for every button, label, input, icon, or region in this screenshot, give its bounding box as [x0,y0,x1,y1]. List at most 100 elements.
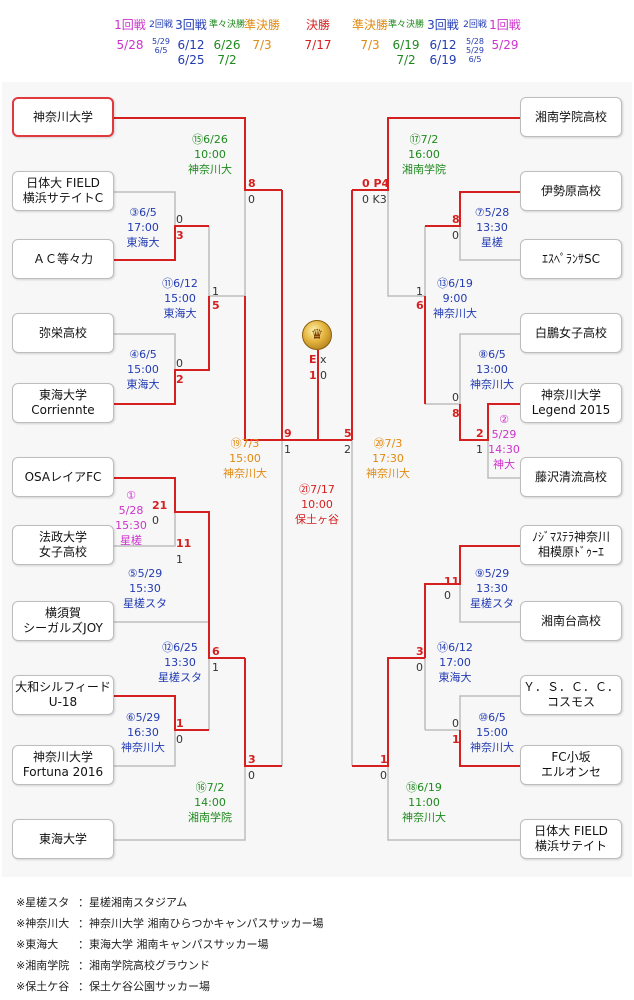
match-info-line: 星槎スタ [470,597,514,610]
score: 0 [416,661,423,674]
score: 0 [444,589,451,602]
score: 0 [176,213,183,226]
match-info-line: 神奈川大 [188,163,232,176]
bracket-line-win-15 [424,545,520,658]
match-info-line: 星槎スタ [123,597,167,610]
team-left-2[interactable]: ＡＣ等々力 [12,239,114,279]
match-info-line: 10:00 [194,148,226,161]
match-info-line: 13:00 [476,363,508,376]
score: 8 [452,213,460,226]
venue-note-value: ：神奈川大学 湘南ひらつかキャンパスサッカー場 [78,917,324,930]
score: 1 [212,661,219,674]
team-right-6[interactable]: ﾉｼﾞﾏｽﾃﾗ神奈川 相模原ﾄﾞｩｰｴ [520,525,622,565]
match-info-line: 15:30 [115,519,147,532]
team-right-9[interactable]: FC小坂 エルオンセ [520,745,622,785]
match-info-line: ③6/5 [129,206,157,219]
team-right-10[interactable]: 日体大 FIELD 横浜サテイト [520,819,622,859]
team-left-9[interactable]: 神奈川大学 Fortuna 2016 [12,745,114,785]
match-info-line: 神奈川大 [470,378,514,391]
round-header-left-0: 1回戦 5/28 [108,18,152,53]
team-left-0[interactable]: 神奈川大学 [12,97,114,137]
match-info-line: 5/28 [118,504,144,517]
match-info-line: ⑨5/29 [474,567,510,580]
team-right-4[interactable]: 神奈川大学 Legend 2015 [520,383,622,423]
team-right-3[interactable]: 白鵬女子高校 [520,313,622,353]
match-info-line: 東海大 [126,378,160,391]
round-label: 1回戦 [489,18,521,32]
team-right-7[interactable]: 湘南台高校 [520,601,622,641]
score: 1 [476,443,483,456]
team-left-3[interactable]: 弥栄高校 [12,313,114,353]
match-info-line: 13:30 [164,656,196,669]
team-left-8[interactable]: 大和シルフィード U-18 [12,675,114,715]
round-dates: 5/28 [116,38,144,52]
match-info-line: 神大 [493,458,515,471]
round-label: 1回戦 [114,18,146,32]
score: 8 [248,177,256,190]
match-info-line: 神奈川大 [470,741,514,754]
score: 0 [248,193,255,206]
bracket-line-win-2 [114,296,210,405]
venue-notes: ※星槎スタ：星槎湘南スタジアム※神奈川大：神奈川大学 湘南ひらつかキャンパスサッ… [16,892,324,997]
venue-note-key: ※保土ケ谷 [16,980,70,993]
team-right-5[interactable]: 藤沢清流高校 [520,457,622,497]
match-info-line: 神奈川大 [121,741,165,754]
match-info-line: 15:00 [476,726,508,739]
team-right-0[interactable]: 湘南学院高校 [520,97,622,137]
round-label: 3回戦 [175,18,207,32]
match-info-line: 星槎 [481,236,503,249]
round-dates: 6/12 6/19 [429,38,457,67]
score: 1 [416,285,423,298]
venue-note-value: ：保土ケ谷公園サッカー場 [78,980,210,993]
bracket-line-win-4 [114,477,210,548]
match-info-line: ⑰7/2 [409,133,439,146]
team-left-4[interactable]: 東海大学 Corriennte [12,383,114,423]
score: 1 [380,753,388,766]
team-left-6[interactable]: 法政大学 女子高校 [12,525,114,565]
score: 1 [284,443,291,456]
match-info-line: 神奈川大 [223,467,267,480]
bracket-line-win-10 [425,191,520,227]
team-left-10[interactable]: 東海大学 [12,819,114,859]
bracket-line-win-17 [352,657,425,767]
team-right-2[interactable]: ｴｽﾍﾟﾗﾝｻSC [520,239,622,279]
trophy-icon: ♛ [302,320,332,350]
match-info-line: ⑬6/19 [437,277,473,290]
round-dates: 7/17 [304,38,332,52]
match-info-line: 16:30 [127,726,159,739]
match-info-line: 9:00 [442,292,468,305]
score: 0 [176,733,183,746]
team-right-8[interactable]: Ｙ．Ｓ．Ｃ．Ｃ． コスモス [520,675,622,715]
bracket-line-9 [459,226,520,261]
team-left-5[interactable]: OSAレイアFC [12,457,114,497]
venue-note: ※神奈川大：神奈川大学 湘南ひらつかキャンパスサッカー場 [16,913,324,934]
match-info-line: ㉑7/17 [299,483,335,496]
match-info-line: 14:30 [488,443,520,456]
bracket-line-12 [487,440,520,479]
round-label: 準決勝 [351,18,388,32]
match-info-line: ⑯7/2 [195,781,225,794]
team-right-1[interactable]: 伊勢原高校 [520,171,622,211]
team-left-7[interactable]: 横須賀 シーガルズJOY [12,601,114,641]
bracket-line-10 [387,190,426,297]
score: 3 [416,645,424,658]
bracket-line-7 [114,766,246,841]
score: 0 [452,391,459,404]
match-info-line: 神奈川大 [433,307,477,320]
score: 3 [248,753,256,766]
score: 8 [452,407,460,420]
team-left-1[interactable]: 日体大 FIELD 横浜サテイトC [12,171,114,211]
